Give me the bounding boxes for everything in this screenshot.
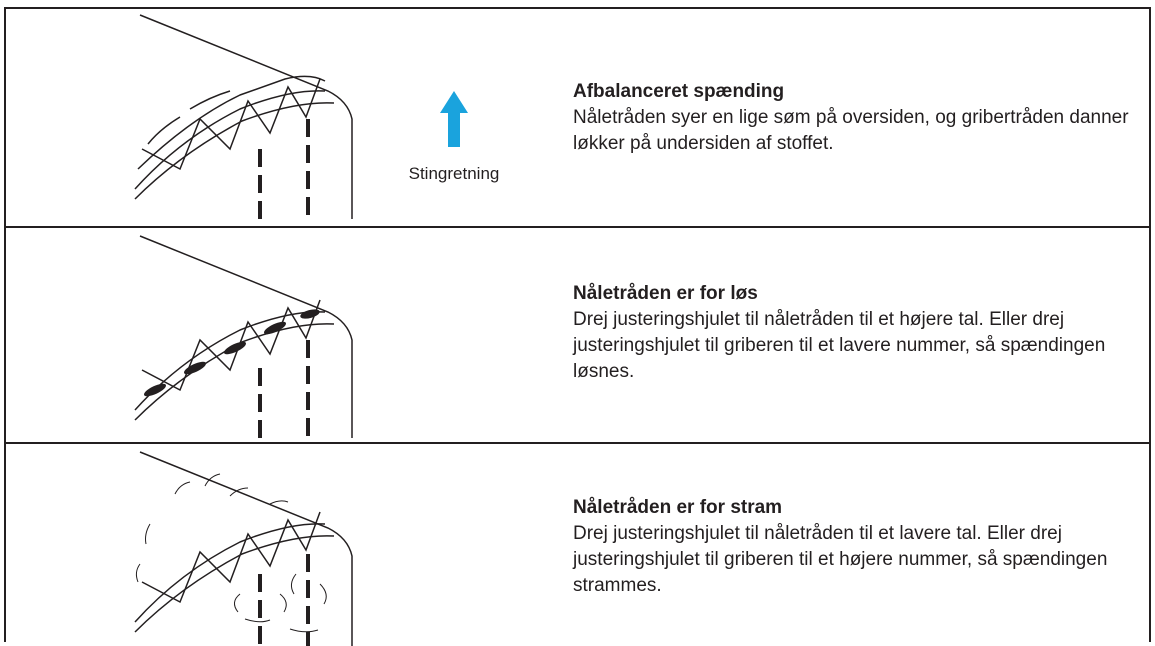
row-body: Drej justeringshjulet til nåletråden til… [573, 523, 1108, 596]
thread-tension-table: Stingretning Afbalanceret spænding Nålet… [4, 7, 1151, 646]
table-row-balanced: Stingretning Afbalanceret spænding Nålet… [6, 9, 1149, 226]
row-text: Nåletråden er for stram Drej justeringsh… [573, 495, 1133, 599]
row-title: Afbalanceret spænding [573, 81, 785, 102]
loose-stitch-illustration [134, 235, 353, 438]
row-title: Nåletråden er for løs [573, 283, 758, 304]
row-body: Drej justeringshjulet til nåletråden til… [573, 309, 1106, 382]
balanced-stitch-illustration [134, 14, 353, 219]
stitch-direction-indicator: Stingretning [394, 89, 514, 189]
tight-stitch-illustration [134, 451, 353, 646]
row-text: Nåletråden er for løs Drej justeringshju… [573, 281, 1133, 385]
table-row-needle-too-tight: Nåletråden er for stram Drej justeringsh… [6, 442, 1149, 646]
row-title: Nåletråden er for stram [573, 497, 783, 518]
row-body: Nåletråden syer en lige søm på oversiden… [573, 107, 1129, 154]
up-arrow-icon [440, 91, 468, 147]
stitch-direction-label: Stingretning [408, 164, 500, 183]
row-text: Afbalanceret spænding Nåletråden syer en… [573, 79, 1133, 157]
table-row-needle-too-loose: Nåletråden er for løs Drej justeringshju… [6, 226, 1149, 444]
